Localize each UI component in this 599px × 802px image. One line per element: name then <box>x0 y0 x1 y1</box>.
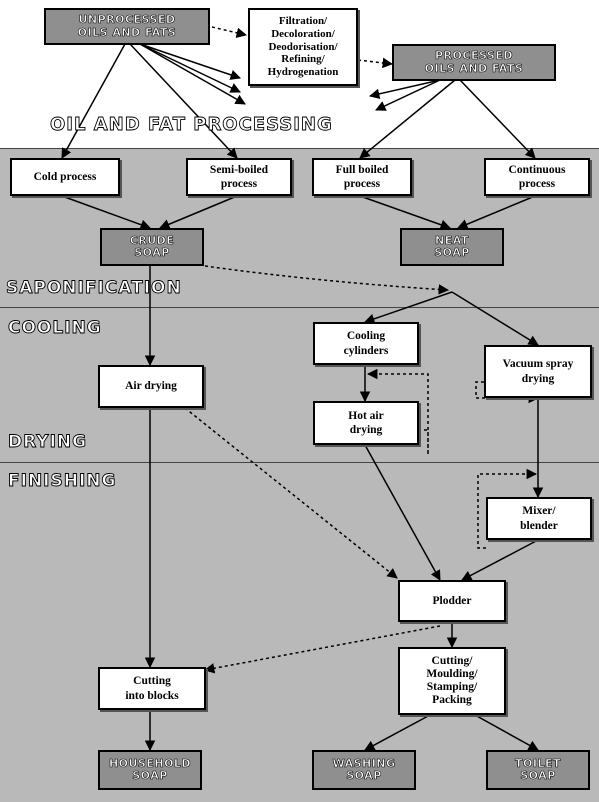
plodder-box: Plodder <box>398 580 506 622</box>
unprocessed-oils-box: UNPROCESSED OILS AND FATS <box>44 8 210 45</box>
cutting-moulding-box: Cutting/ Moulding/ Stamping/ Packing <box>398 647 506 715</box>
mixer-blender-box: Mixer/ blender <box>486 497 592 540</box>
drying-label: DRYING <box>8 432 88 453</box>
saponification-label: SAPONIFICATION <box>6 278 182 299</box>
crude-soap-box: CRUDE SOAP <box>100 228 204 266</box>
cutting-into-blocks-box: Cutting into blocks <box>98 667 206 710</box>
washing-soap-box: WASHING SOAP <box>312 750 416 790</box>
household-soap-box: HOUSEHOLD SOAP <box>98 750 202 790</box>
neat-soap-box: NEAT SOAP <box>400 228 504 266</box>
full-boiled-process-box: Full boiled process <box>312 158 412 196</box>
air-drying-box: Air drying <box>98 365 204 408</box>
semi-boiled-process-box: Semi-boiled process <box>186 158 292 196</box>
cooling-cylinders-box: Cooling cylinders <box>313 322 419 365</box>
processed-oils-box: PROCESSED OILS AND FATS <box>392 44 556 81</box>
finishing-label: FINISHING <box>8 471 117 492</box>
treatment-box: Filtration/ Decoloration/ Deodorisation/… <box>248 8 358 86</box>
continuous-process-box: Continuous process <box>484 158 590 196</box>
hot-air-drying-box: Hot air drying <box>313 401 419 445</box>
cooling-label: COOLING <box>8 318 102 339</box>
toilet-soap-box: TOILET SOAP <box>486 750 590 790</box>
oil-fat-processing-title: OIL AND FAT PROCESSING <box>50 114 333 136</box>
cold-process-box: Cold process <box>10 158 120 196</box>
vacuum-spray-drying-box: Vacuum spray drying <box>484 345 592 398</box>
